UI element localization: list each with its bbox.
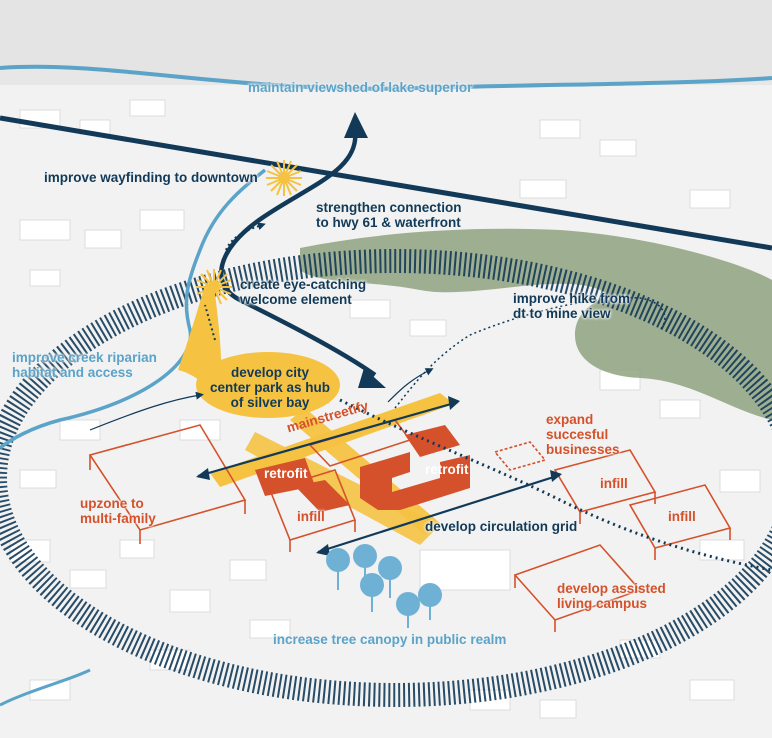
retrofit-building-right [360,452,470,510]
label-welcome-element: create eye-catching welcome element [240,277,367,307]
label-wayfinding: improve wayfinding to downtown [44,170,258,185]
label-expand-businesses: expand succesful businesses [546,412,620,457]
district-ring [0,249,772,707]
label-retrofit-left: retrofit [264,466,308,481]
label-tree-canopy: increase tree canopy in public realm [273,632,507,647]
label-assisted-living: develop assisted living campus [557,581,666,611]
label-hwy-connection: strengthen connection to hwy 61 & waterf… [316,200,462,230]
circulation-arrow [317,473,561,554]
tree-icons [326,544,442,628]
mainstreet-arrow [197,400,459,478]
label-infill-right-2: infill [668,509,696,524]
label-creek: improve creek riparian habitat and acces… [12,350,157,380]
label-upzone: upzone to multi-family [80,496,156,526]
label-retrofit-right: retrofit [425,462,469,477]
label-hike: improve hike from dt to mine view [513,291,631,321]
city-center-park [196,352,340,418]
highway-61 [0,115,772,251]
background-buildings [9,99,761,719]
green-forest-area [300,228,772,420]
sunburst-icon-wayfinding [266,160,302,196]
dotted-wayfinding-path [204,225,262,341]
label-circulation-grid: develop circulation grid [425,519,578,534]
label-city-center-park: develop city center park as hub of silve… [209,365,331,410]
label-infill-right-1: infill [600,476,628,491]
hwy-connection-arrow [218,129,377,377]
dotted-connector-south [339,398,772,572]
shoreline [0,64,772,91]
creek [0,168,267,450]
label-lake-viewshed: maintain viewshed of lake superior [248,80,473,95]
sunburst-icon-welcome [196,269,232,305]
label-infill-left: infill [297,509,325,524]
